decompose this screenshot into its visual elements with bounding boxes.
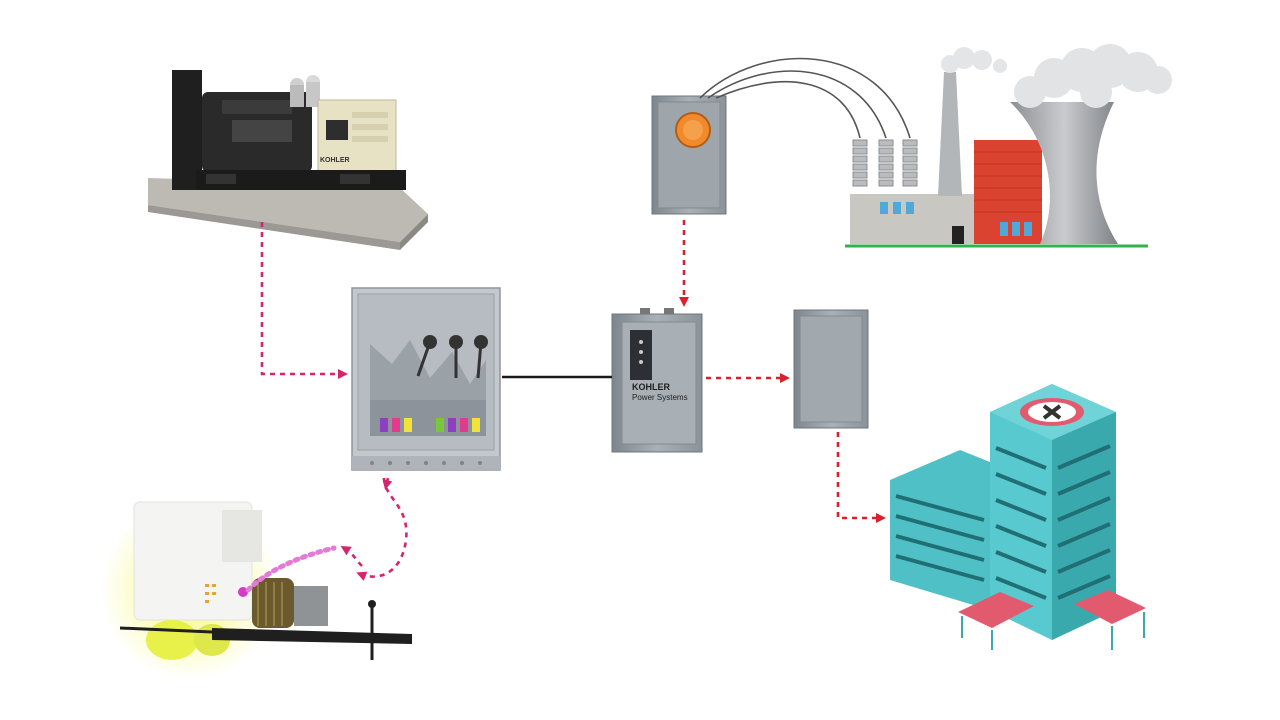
generator-brand-label: KOHLER <box>320 157 350 164</box>
panel-knob-3 <box>474 335 488 379</box>
transfer-switch-display <box>630 330 652 380</box>
chimney-smoke <box>941 47 1007 73</box>
mobile-generator <box>100 500 412 680</box>
panel-knob-2 <box>449 335 463 378</box>
cooling-tower-steam <box>1014 44 1172 108</box>
mobile-generator-outlet <box>238 587 248 597</box>
chimney <box>938 72 962 196</box>
arrow-breaker-to-hospital <box>836 432 886 523</box>
panel-bus-graphic <box>370 340 486 400</box>
transfer-switch: KOHLER Power Systems <box>611 308 703 453</box>
panel-cable-connectors <box>380 418 480 432</box>
flow-connectors <box>260 220 886 581</box>
transfer-switch-brand-label: KOHLER <box>632 382 671 392</box>
trailer-deck <box>212 628 412 644</box>
insulators <box>852 139 918 187</box>
arrow-panel-up <box>382 477 393 490</box>
hospital <box>890 384 1146 650</box>
arrow-panel-to-mobile-down <box>356 477 408 581</box>
power-plant <box>845 44 1172 248</box>
generator-pad <box>148 178 428 242</box>
generator-control-screen <box>326 120 348 140</box>
arrow-to-mobile-cable <box>340 545 363 567</box>
hospital-canopy-right <box>1074 590 1146 650</box>
breaker-panel <box>793 309 869 429</box>
utility-meter <box>651 95 727 215</box>
panel-knob-1 <box>416 335 437 377</box>
distribution-panel <box>351 287 501 471</box>
transfer-switch-subtitle: Power Systems <box>632 393 688 402</box>
cable-reel <box>252 578 294 628</box>
hospital-canopy-left <box>958 592 1034 650</box>
cooling-tower <box>1010 102 1118 244</box>
power-lines <box>699 57 911 139</box>
mobile-cable-dots <box>245 545 337 593</box>
arrow-generator-to-panel <box>260 222 348 379</box>
generator: KOHLER <box>148 70 428 250</box>
